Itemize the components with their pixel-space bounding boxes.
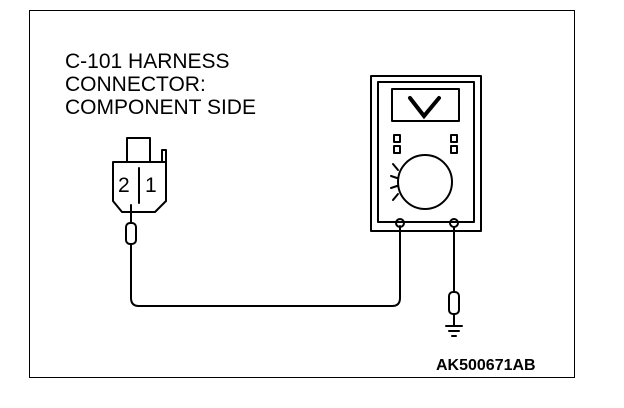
harness-connector bbox=[112, 137, 167, 213]
connector-latch bbox=[157, 149, 167, 202]
voltage-symbol bbox=[408, 96, 441, 120]
connector-body bbox=[112, 161, 167, 213]
dial-scale bbox=[390, 163, 399, 201]
meter-terminal-positive bbox=[395, 218, 405, 228]
title-line: COMPONENT SIDE bbox=[65, 96, 256, 119]
connector-title: C-101 HARNESS CONNECTOR: COMPONENT SIDE bbox=[65, 50, 256, 119]
meter-indicator-right-top bbox=[450, 134, 458, 143]
test-lead-wire bbox=[130, 225, 401, 307]
ground-icon bbox=[445, 325, 463, 337]
meter-indicator-right-bottom bbox=[450, 145, 458, 154]
meter-body bbox=[370, 75, 482, 232]
meter-display bbox=[391, 88, 460, 122]
connector-lock-tab bbox=[126, 137, 151, 163]
title-line: C-101 HARNESS bbox=[65, 50, 230, 73]
meter-indicator-left-bottom bbox=[393, 145, 401, 154]
multimeter bbox=[370, 75, 482, 232]
ground-lead bbox=[448, 226, 460, 326]
title-line: CONNECTOR: bbox=[65, 73, 206, 96]
meter-indicator-left-top bbox=[393, 134, 401, 143]
figure-code: AK500671AB bbox=[436, 357, 536, 374]
selector-dial bbox=[397, 154, 453, 210]
test-probe-pin2 bbox=[125, 204, 137, 245]
pin-label-1: 1 bbox=[145, 174, 157, 197]
meter-face bbox=[377, 81, 475, 223]
pin-label-2: 2 bbox=[118, 174, 130, 197]
diagram-frame bbox=[29, 10, 575, 378]
